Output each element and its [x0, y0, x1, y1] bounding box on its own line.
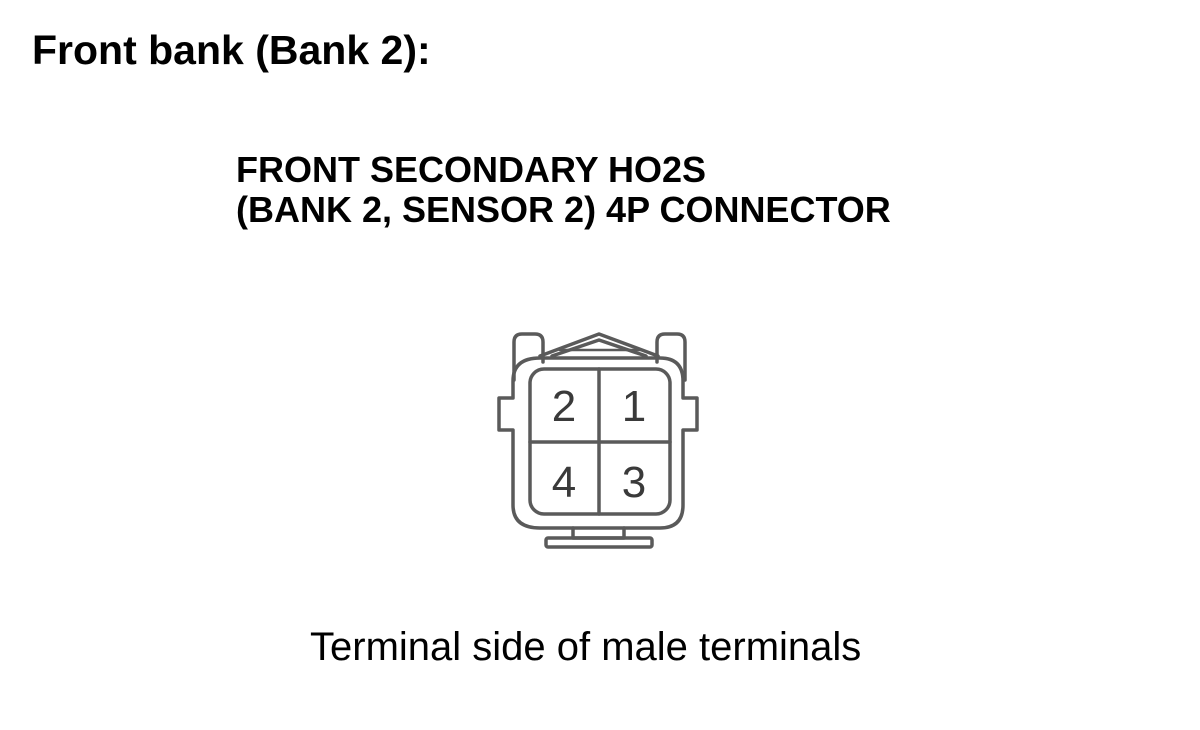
connector-diagram: 2 1 4 3 — [497, 332, 699, 549]
pin-label-1: 1 — [622, 382, 646, 431]
connector-latch — [538, 332, 660, 358]
connector-title: FRONT SECONDARY HO2S (BANK 2, SENSOR 2) … — [236, 150, 891, 230]
connector-title-line-2: (BANK 2, SENSOR 2) 4P CONNECTOR — [236, 189, 891, 230]
pin-label-4: 4 — [552, 458, 576, 507]
diagram-caption: Terminal side of male terminals — [310, 625, 862, 669]
pin-label-3: 3 — [622, 458, 646, 507]
connector-housing — [497, 356, 699, 530]
connector-title-line-1: FRONT SECONDARY HO2S — [236, 149, 707, 190]
page-heading: Front bank (Bank 2): — [32, 27, 431, 73]
connector-right-tab — [655, 332, 687, 382]
pin-label-2: 2 — [552, 382, 576, 431]
connector-left-tab — [512, 332, 545, 382]
